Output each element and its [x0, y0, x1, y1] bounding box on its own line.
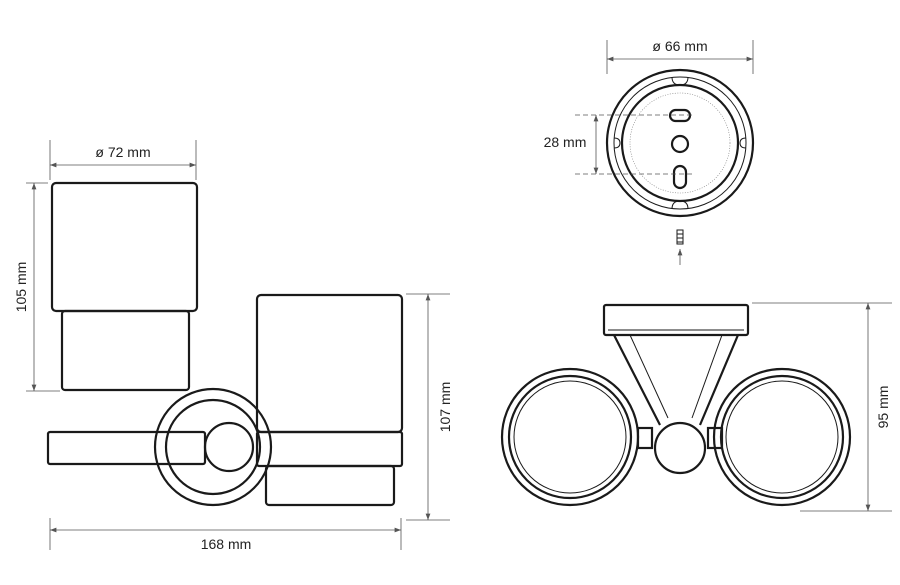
base-view: ø 66 mm 28 mm — [544, 38, 755, 265]
lower-slot — [672, 164, 688, 190]
right-cup-top — [255, 293, 404, 434]
right-connector — [706, 426, 724, 450]
depth-label: 95 mm — [875, 386, 891, 429]
total-width-label: 168 mm — [201, 536, 252, 552]
total-height-label: 107 mm — [437, 382, 453, 433]
right-cup-bottom — [264, 464, 396, 507]
wall-plate — [602, 303, 750, 337]
hole-spacing-label: 28 mm — [544, 134, 587, 150]
left-ring — [500, 367, 640, 507]
center-knob-top — [653, 421, 707, 475]
center-knob — [203, 421, 255, 473]
right-arm — [255, 430, 404, 468]
upper-slot — [668, 108, 692, 123]
base-plate — [605, 68, 755, 218]
top-view: 95 mm — [500, 302, 892, 512]
left-arm — [46, 430, 207, 466]
left-cup-bottom — [60, 309, 191, 392]
base-diameter-label: ø 66 mm — [652, 38, 707, 54]
screw-icon — [676, 229, 684, 245]
cup-height-label: 105 mm — [13, 262, 29, 313]
left-connector — [636, 426, 654, 450]
center-hole — [670, 134, 690, 154]
front-view: ø 72 mm 105 mm 107 mm 168 mm — [13, 140, 453, 552]
wall-rosette — [153, 387, 273, 507]
cup-diameter-label: ø 72 mm — [95, 144, 150, 160]
left-cup-top — [50, 181, 199, 313]
bracket — [613, 334, 740, 426]
right-ring — [712, 367, 852, 507]
